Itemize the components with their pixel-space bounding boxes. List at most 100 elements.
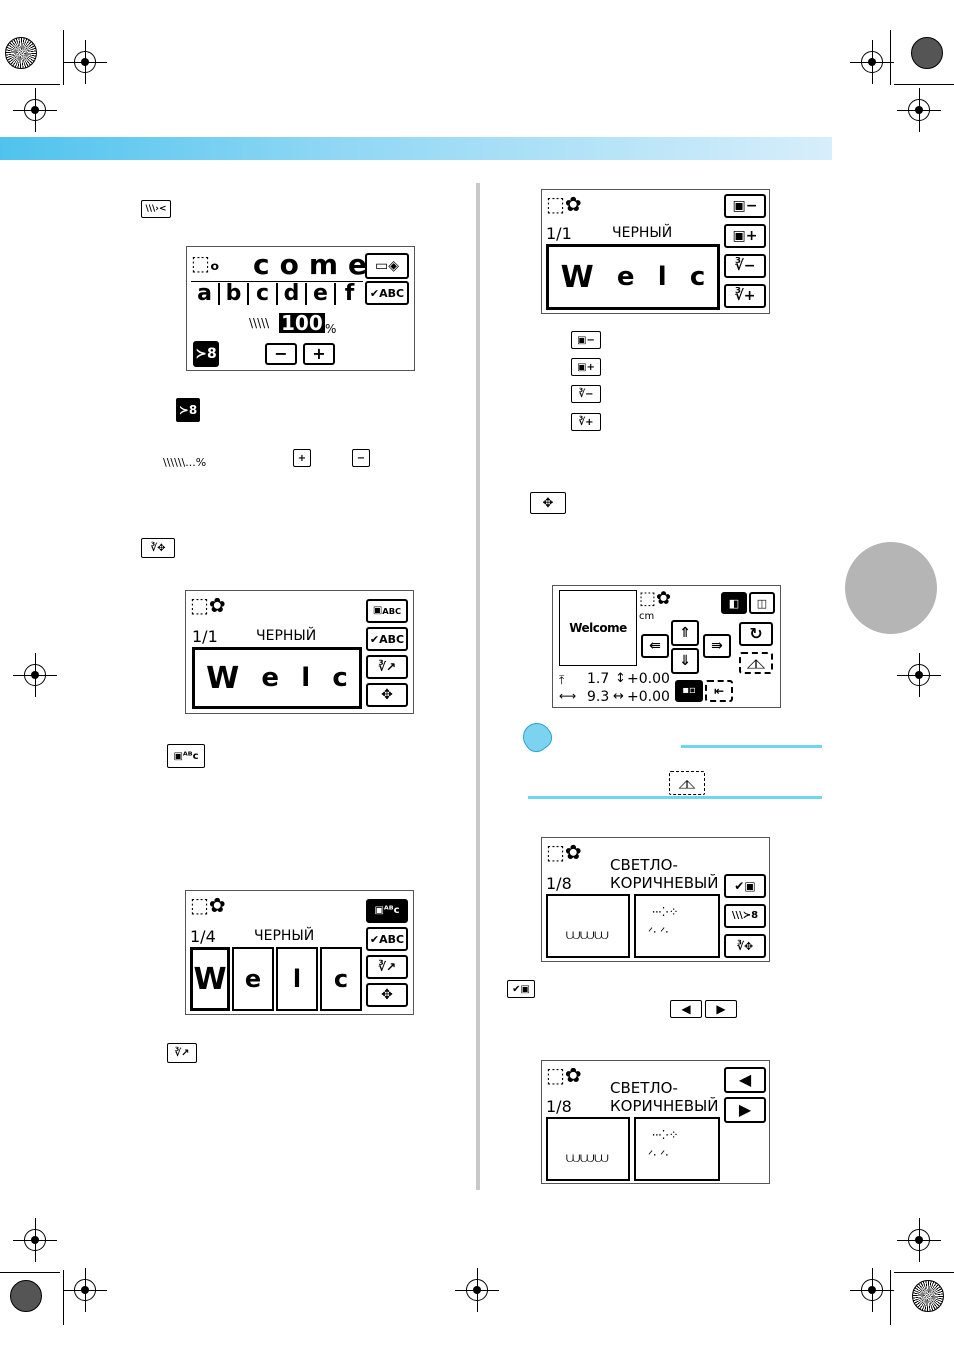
thread-color-line1: СВЕТЛО- <box>610 856 678 874</box>
thread-abc-button-active[interactable]: ▣ᴬᴮc <box>366 899 408 923</box>
crop-line <box>0 84 60 85</box>
lcd-screen-density: ⬚ₒ come ▭◈ a b c d e f ✔ABC \\\\\ 100 % … <box>186 246 415 371</box>
density-scissors-button[interactable]: \\\≻8 <box>724 904 766 928</box>
thread-abc-icon: ▣ᴬᴮc <box>167 744 205 768</box>
rotate-button[interactable]: ↻ <box>739 622 773 646</box>
char-box[interactable]: e <box>232 947 274 1011</box>
next-arrow-icon: ▶ <box>705 1000 737 1018</box>
preview-letter: e <box>261 663 280 693</box>
crop-line <box>0 1272 60 1273</box>
sewing-machine-icon: ⬚✿ <box>639 588 672 609</box>
sewing-machine-icon: ⬚✿ <box>546 192 582 216</box>
check-spool-icon: ✔▣ <box>507 980 535 998</box>
frame-select-button[interactable]: ▪▫ <box>675 680 703 702</box>
unit-label: cm <box>639 611 655 622</box>
color-motif: ᐟ⸱ ᐟ⸱ <box>648 1148 669 1162</box>
sewing-machine-icon: ⬚✿ <box>546 840 582 864</box>
thread-color-name: ЧЕРНЫЙ <box>254 928 315 944</box>
crosshair-mark <box>897 1218 941 1262</box>
thread-color-line2: КОРИЧНЕВЫЙ <box>610 1097 719 1115</box>
width-value: 9.3 <box>587 689 610 705</box>
crosshair-mark <box>13 88 57 132</box>
arrow-left-button[interactable]: ⇚ <box>641 634 669 658</box>
plus-button[interactable]: + <box>303 343 335 365</box>
density-scissors-icon: \\\›< <box>141 200 171 218</box>
minus-icon: − <box>352 449 370 467</box>
crosshair-mark <box>897 88 941 132</box>
needle-move-button[interactable]: ∛✥ <box>724 934 766 958</box>
lcd-screen-color-navigate: ⬚✿ СВЕТЛО- КОРИЧНЕВЫЙ 1/8 ⩊⩊⩊ ⸱⸱⸱⁚⸱⁘ ᐟ⸱ … <box>541 1060 770 1184</box>
stitch-preview-button[interactable]: ▭◈ <box>365 253 409 279</box>
letter-key[interactable]: f <box>344 281 355 306</box>
letter-key[interactable]: d <box>278 283 307 305</box>
needle-plus-button[interactable]: ∛+ <box>724 284 766 308</box>
horizontal-offset-icon: ↔ <box>613 689 624 704</box>
minus-button[interactable]: − <box>265 343 297 365</box>
crop-line <box>894 1272 954 1273</box>
letter-key[interactable]: b <box>220 283 249 305</box>
move-button[interactable]: ✥ <box>366 983 408 1007</box>
needle-thread-button[interactable]: ∛↗ <box>366 955 408 979</box>
color-motif: ⸱⸱⸱⁚⸱⁘ <box>652 1128 679 1142</box>
thread-color-line1: СВЕТЛО- <box>610 1079 678 1097</box>
preview-letter: c <box>689 262 706 292</box>
char-box-selected[interactable]: W <box>190 947 230 1011</box>
color-motif: ⸱⸱⸱⁚⸱⁘ <box>652 905 679 919</box>
mirror-button[interactable]: ◿◺ <box>739 652 773 674</box>
crosshair-mark <box>850 40 894 84</box>
density-caption: \\\\\\...% <box>163 456 207 469</box>
char-box[interactable]: c <box>320 947 362 1011</box>
spool-minus-button[interactable]: ▣− <box>724 194 766 218</box>
preview-letter: e <box>616 262 635 292</box>
letter-row: a b c d e f <box>191 283 363 305</box>
registration-wheel-top-left <box>5 37 37 69</box>
prev-color-button[interactable]: ◀ <box>724 1067 766 1093</box>
page-indicator: 1/8 <box>546 1097 572 1116</box>
plus-icon: + <box>293 449 311 467</box>
arrow-down-button[interactable]: ⇓ <box>671 648 699 674</box>
letter-key[interactable]: e <box>307 283 336 305</box>
sewing-machine-icon: ⬚✿ <box>190 893 226 917</box>
scissors-button[interactable]: ≻8 <box>193 341 219 367</box>
next-color-button[interactable]: ▶ <box>724 1097 766 1123</box>
letter-key[interactable]: c <box>249 283 278 305</box>
arrow-up-button[interactable]: ⇑ <box>671 620 699 646</box>
move-icon: ✥ <box>530 492 566 514</box>
letter-key[interactable]: a <box>191 283 220 305</box>
frame-trace-button[interactable]: ⇤ <box>705 680 733 702</box>
check-spool-button[interactable]: ✔▣ <box>724 874 766 898</box>
text-preview-box: W e l c <box>192 647 362 709</box>
spool-plus-button[interactable]: ▣+ <box>724 224 766 248</box>
horizontal-offset: +0.00 <box>627 689 670 705</box>
check-abc-button[interactable]: ✔ABC <box>365 281 409 305</box>
lcd-screen-layout: Welcome ⬚✿ cm ◧ ◫ ⇚ ⇑ ⇓ ⇛ ↻ ◿◺ ⤒ 1.7 ↕ +… <box>552 585 781 708</box>
width-icon: ⟷ <box>559 689 577 703</box>
arrow-right-button[interactable]: ⇛ <box>703 634 731 658</box>
chapter-header-bar <box>0 137 832 160</box>
size-mode-button[interactable]: ◧ <box>721 592 747 614</box>
column-divider <box>476 183 480 1190</box>
chapter-tab <box>845 542 937 634</box>
crosshair-mark <box>13 1218 57 1262</box>
note-top-line <box>681 745 822 748</box>
density-value: 100 <box>279 311 325 335</box>
crosshair-mark <box>13 653 57 697</box>
needle-minus-button[interactable]: ∛− <box>724 254 766 278</box>
thread-color-line2: КОРИЧНЕВЫЙ <box>610 874 719 892</box>
size-button[interactable]: ◫ <box>749 592 775 614</box>
preview-letter: W <box>560 259 594 295</box>
thread-abc-button[interactable]: ▣ABC <box>366 599 408 623</box>
check-abc-button[interactable]: ✔ABC <box>366 927 408 951</box>
needle-thread-button[interactable]: ∛↗ <box>366 655 408 679</box>
check-abc-button[interactable]: ✔ABC <box>366 627 408 651</box>
screen-title-text: come <box>253 248 377 281</box>
sewing-machine-icon: ⬚✿ <box>190 593 226 617</box>
vertical-offset: +0.00 <box>627 671 670 687</box>
height-icon: ⤒ <box>559 673 565 687</box>
page-indicator: 1/4 <box>190 927 216 946</box>
char-box[interactable]: l <box>276 947 318 1011</box>
move-button[interactable]: ✥ <box>366 683 408 707</box>
vertical-offset-icon: ↕ <box>615 671 626 686</box>
crosshair-mark <box>63 1268 107 1312</box>
text-preview-box: W e l c <box>546 244 720 310</box>
